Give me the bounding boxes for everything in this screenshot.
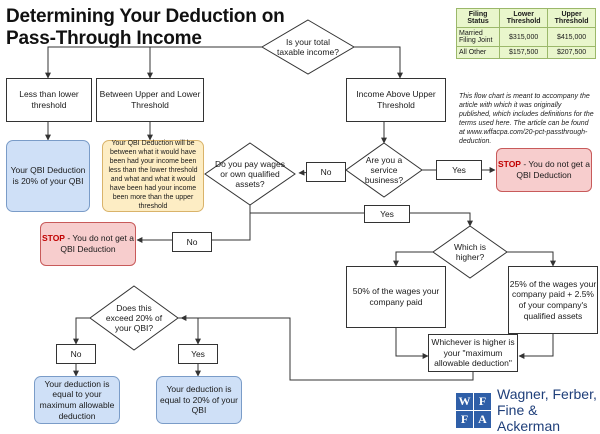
page-title-line1: Determining Your Deduction on: [6, 6, 285, 27]
page-title-line2: Pass-Through Income: [6, 28, 202, 49]
header-filing-status: Filing Status: [455, 8, 501, 28]
table-cell: $315,000: [499, 27, 549, 47]
logo-wordmark: Wagner, Ferber, Fine & Ackerman: [497, 386, 600, 434]
box-between-thresholds: Between Upper and Lower Threshold: [96, 78, 204, 122]
diamond-income: [261, 19, 355, 75]
box-25-percent-wages: 25% of the wages your company paid + 2.5…: [508, 266, 598, 334]
article-note: This flow chart is meant to accompany th…: [459, 93, 594, 146]
table-cell: All Other: [455, 46, 501, 59]
table-cell: $207,500: [547, 46, 596, 59]
box-50-percent-wages: 50% of the wages your company paid: [346, 266, 446, 328]
result-equal-20-percent: Your deduction is equal to 20% of your Q…: [156, 376, 242, 424]
table-cell: Married Filing Joint: [455, 27, 501, 47]
logo-letter: F: [456, 410, 473, 428]
logo-line1: Wagner, Ferber,: [497, 386, 597, 402]
answer-yes-wages: Yes: [364, 205, 410, 223]
logo-letter: A: [474, 410, 491, 428]
box-less-than-lower: Less than lower threshold: [6, 78, 92, 122]
logo-letter: W: [456, 392, 473, 410]
result-qbi-20-percent: Your QBI Deduction is 20% of your QBI: [6, 140, 90, 212]
diamond-higher: [432, 225, 508, 279]
diamond-service: [345, 142, 423, 198]
question-which-higher: Which is higher?: [453, 241, 487, 262]
table-row: Married Filing Joint $315,000 $415,000: [455, 27, 596, 47]
stop-message: - You do not get a QBI Deduction: [60, 233, 134, 254]
logo-letter: F: [474, 392, 491, 410]
stop-message: - You do not get a QBI Deduction: [516, 159, 590, 180]
stop-label: STOP: [497, 159, 521, 170]
result-equal-max-deduction: Your deduction is equal to your maximum …: [34, 376, 120, 424]
diamond-exceed: [89, 285, 179, 351]
answer-yes-exceed: Yes: [178, 344, 218, 364]
answer-no-exceed: No: [56, 344, 96, 364]
box-above-upper: Income Above Upper Threshold: [346, 78, 446, 122]
answer-yes-service: Yes: [436, 160, 482, 180]
answer-no-service: No: [306, 162, 346, 182]
question-service-business: Are you a service business?: [364, 154, 404, 186]
table-cell: $157,500: [499, 46, 549, 59]
question-wages-assets: Do you pay wages or own qualified assets…: [215, 158, 285, 190]
table-cell: $415,000: [547, 27, 596, 47]
company-logo: W F F A Wagner, Ferber, Fine & Ackerman: [456, 386, 600, 434]
question-exceed-20: Does this exceed 20% of your QBI?: [105, 302, 163, 334]
header-upper-threshold: Upper Threshold: [547, 8, 596, 28]
box-maximum-allowable-deduction: Whichever is higher is your "maximum all…: [428, 334, 518, 372]
question-taxable-income: Is your total taxable income?: [277, 36, 339, 57]
stop-no-wages: STOP - You do not get a QBI Deduction: [40, 222, 136, 266]
logo-mark: W F F A: [456, 392, 491, 428]
stop-label: STOP: [41, 233, 65, 244]
answer-no-wages: No: [172, 232, 212, 252]
stop-service-business: STOP - You do not get a QBI Deduction: [496, 148, 592, 192]
result-between-deduction: Your QBI Deduction will be between what …: [102, 140, 204, 212]
threshold-table: Filing Status Lower Threshold Upper Thre…: [455, 8, 596, 59]
threshold-header-row: Filing Status Lower Threshold Upper Thre…: [455, 8, 596, 28]
logo-line2: Fine & Ackerman: [497, 402, 561, 434]
table-row: All Other $157,500 $207,500: [455, 46, 596, 59]
header-lower-threshold: Lower Threshold: [499, 8, 549, 28]
